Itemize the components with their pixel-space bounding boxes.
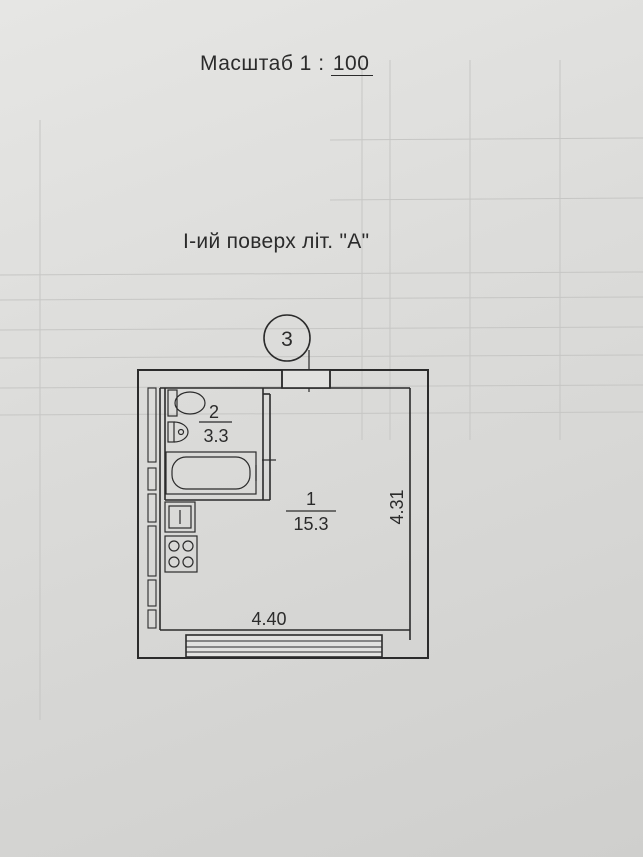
room-1-area: 15.3 xyxy=(293,514,328,534)
stove-icon xyxy=(164,535,198,573)
scale-caption: Масштаб 1 : 100 xyxy=(200,52,374,76)
room-1-number: 1 xyxy=(306,489,316,509)
unit-number-circle xyxy=(263,314,311,362)
unit-number: 3 xyxy=(281,328,293,351)
scale-label: Масштаб 1 : xyxy=(200,52,325,75)
bathtub-icon xyxy=(165,451,257,495)
toilet-icon xyxy=(167,389,206,417)
dimension-width: 4.40 xyxy=(251,609,286,629)
kitchen-sink-icon xyxy=(164,501,196,533)
window xyxy=(185,634,383,658)
floor-title: І-ий поверх літ. "А" xyxy=(183,230,370,253)
scale-value: 100 xyxy=(330,53,374,76)
entrance-door xyxy=(281,369,331,389)
dimension-depth: 4.31 xyxy=(387,489,407,524)
room-2-number: 2 xyxy=(209,402,219,422)
room-2-area: 3.3 xyxy=(203,426,228,446)
sink-icon xyxy=(167,421,189,443)
